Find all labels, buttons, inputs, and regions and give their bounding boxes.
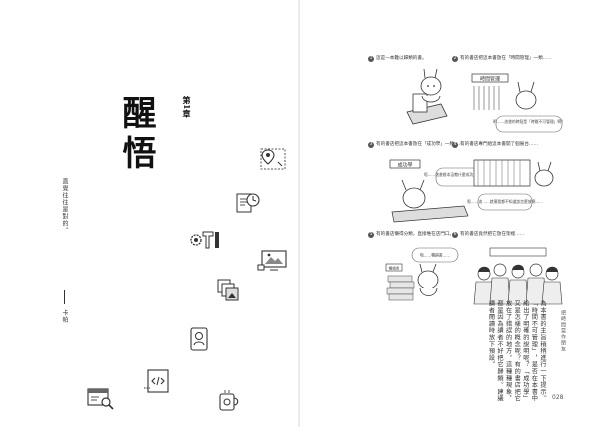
location-pin-icon <box>258 146 288 172</box>
speech-bubble: 呃……暢銷書…… <box>420 253 451 258</box>
panel-caption: 有的書店竟然把它放在架裡…… <box>460 232 525 237</box>
running-head: 把時間當作朋友 <box>560 310 566 352</box>
shelf-sign: 成功學 <box>397 162 412 169</box>
panel-illustration <box>406 68 448 125</box>
epigraph-signature: 卡帕 <box>60 290 69 324</box>
page-number: 028 <box>552 394 564 401</box>
panel-illustration: 呃……暢銷書…… 暢銷書 <box>385 247 459 301</box>
body-text: 為本書的主旨稍稍進行一下提示。「時間不可管理」，是否在本書中給出了明確的說明呢？… <box>487 300 546 402</box>
panel-illustration: 時間管理 明……這書的時段是「時間不可管理」啊？ <box>471 73 565 133</box>
layers-image-icon <box>216 278 240 302</box>
panel-illustration <box>473 247 563 305</box>
coffee-mug-icon <box>216 388 242 414</box>
panel-caption: 有的書店懶得分類，直接堆在店門口。 <box>376 232 455 237</box>
shelf-sign: 時間管理 <box>480 76 500 83</box>
gear-wrench-icon <box>188 228 222 252</box>
panel-number: 1 <box>368 56 374 62</box>
chapter-label: 第1章 <box>182 96 192 118</box>
panel-caption: 有的書店把這本書放在「時間管理」一類…… <box>460 56 552 61</box>
epigraph-quote: 直覺往往是對的。 <box>61 178 68 234</box>
browser-search-icon <box>86 386 116 412</box>
speech-bubble: 呃……這……就連我都不知道該怎麼放啊…… <box>467 199 543 204</box>
chapter-title: 醒悟 <box>116 95 156 175</box>
panel-illustration: 成功學 呃……這書根本沒教什麼成功方法啊…… <box>389 159 493 223</box>
panel-caption: 有的書店把這本書放在「成功學」一類…… <box>376 142 464 147</box>
panel-illustration: 呃……這……就連我都不知道該怎麼放啊…… <box>467 159 554 211</box>
panel-caption: 這是一本難以歸類的書。 <box>376 56 427 61</box>
speech-bubble: 明……這書的時段是「時間不可管理」啊？ <box>493 119 565 124</box>
document-clock-icon <box>234 190 262 216</box>
left-page: 醒悟 第1章 直覺往往是對的。 卡帕 <box>60 95 290 414</box>
id-card-icon <box>188 326 210 352</box>
speech-bubble: 呃……這書根本沒教什麼成功方法啊…… <box>424 172 493 177</box>
code-file-icon <box>142 368 174 394</box>
panel-caption: 有的書店專門給這本書開了個展台…… <box>460 142 539 147</box>
shelf-sign: 暢銷書 <box>389 266 400 271</box>
monitor-image-icon <box>256 248 290 274</box>
